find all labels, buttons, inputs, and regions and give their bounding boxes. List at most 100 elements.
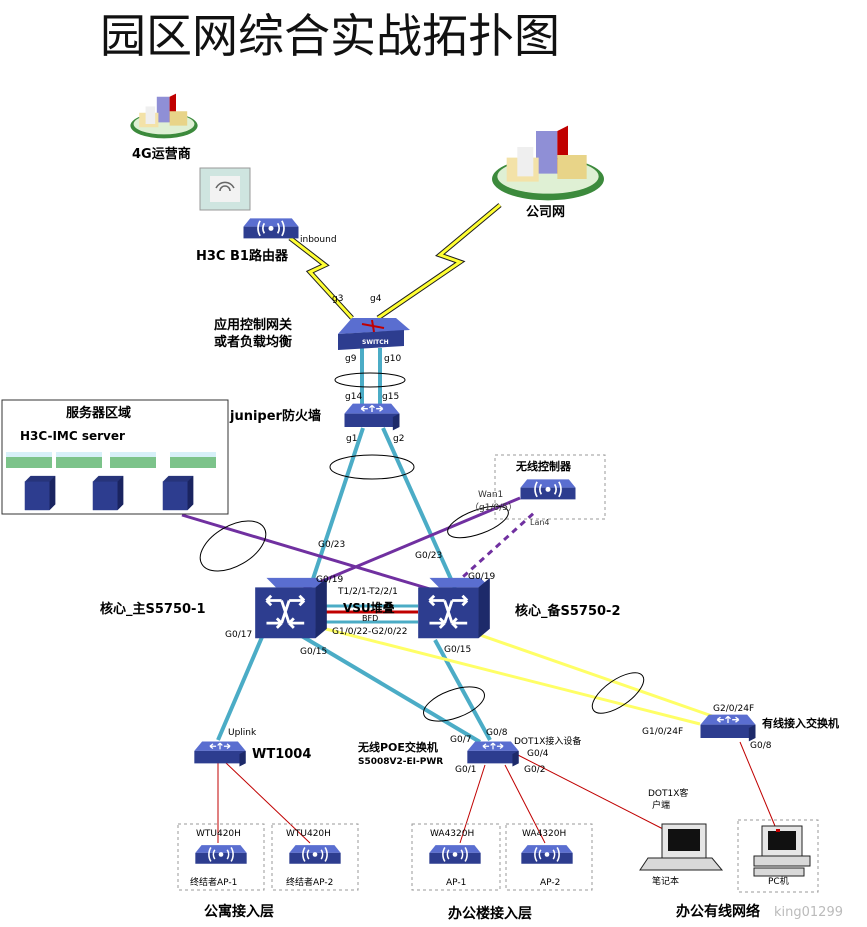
ap-ext1-icon <box>194 844 248 865</box>
watermark: king01299 <box>774 905 843 920</box>
ap-ext2-label: 终结者AP-2 <box>286 876 333 888</box>
port-g023-left: G0/23 <box>318 540 345 550</box>
link-core2-poe <box>433 639 492 741</box>
wtu1-label: WTU420H <box>196 829 241 839</box>
wt1004-switch-icon <box>193 740 247 768</box>
wireless-controller-box: 无线控制器 <box>494 454 606 520</box>
wtu2-label: WTU420H <box>286 829 331 839</box>
office-ap-group: WA4320H WA4320H AP-1 AP-2 <box>411 823 593 891</box>
port-uplink: Uplink <box>228 728 257 738</box>
wifi-router-photo-icon <box>199 167 251 211</box>
server-rack-icon <box>24 475 194 511</box>
core-main-label: 核心_主S5750-1 <box>100 601 206 617</box>
link-g1-core1 <box>308 427 365 589</box>
port-g1: g1 <box>346 434 357 444</box>
core-main-switch-icon <box>253 576 329 640</box>
ap1-icon <box>428 844 482 865</box>
isp-4g-building-icon <box>130 93 198 139</box>
port-g01: G0/1 <box>455 765 476 775</box>
vsu-label: VSU堆叠 <box>343 600 395 615</box>
layer-apartment-label: 公寓接入层 <box>204 903 274 920</box>
port-g15: g15 <box>382 392 399 402</box>
h3c-b1-label: H3C B1路由器 <box>196 248 289 264</box>
link-core1-ac <box>295 496 521 594</box>
wired-access-switch-icon <box>699 713 757 743</box>
link-poe-ap1 <box>459 764 486 844</box>
company-building-icon <box>492 125 604 201</box>
poe-switch-label-2: S5008V2-EI-PWR <box>358 757 443 767</box>
port-g019-left: G0/19 <box>316 575 343 585</box>
link-core1-poe <box>298 633 482 744</box>
app-gateway-switch-icon: SWITCH <box>338 318 410 350</box>
port-g08-wired: G0/8 <box>750 741 772 751</box>
app-gateway-label-1: 应用控制网关 <box>214 317 292 333</box>
laptop-icon <box>639 823 724 871</box>
port-g4: g4 <box>370 294 382 304</box>
port-g08-poe: G0/8 <box>486 728 508 738</box>
port-lan4: Lan4 <box>530 518 550 527</box>
ap1-label: AP-1 <box>446 878 466 888</box>
juniper-firewall-icon <box>343 402 401 432</box>
laptop-label: 笔记本 <box>652 875 679 887</box>
core-backup-label: 核心_备S5750-2 <box>515 603 621 619</box>
link-core1-wired <box>321 626 701 726</box>
pc-icon <box>753 825 811 877</box>
port-inbound: inbound <box>300 235 337 245</box>
port-g015-left: G0/15 <box>300 647 327 657</box>
core-backup-switch-icon <box>416 576 492 640</box>
ap-ext1-label: 终结者AP-1 <box>190 876 237 888</box>
apartment-ap-group: WTU420H WTU420H 终结者AP-1 终结者AP-2 <box>177 823 359 891</box>
wireless-controller-label: 无线控制器 <box>515 459 572 473</box>
poe-switch-label-1: 无线POE交换机 <box>357 740 438 754</box>
server-area-title: 服务器区域 <box>66 405 131 421</box>
dot1x-client-label-2: 户端 <box>652 799 670 811</box>
port-g10: g10 <box>384 354 401 364</box>
port-g015-right: G0/15 <box>444 645 471 655</box>
link-core2-wired <box>459 626 713 718</box>
port-g04: G0/4 <box>527 749 549 759</box>
port-g017: G0/17 <box>225 630 252 640</box>
wa2-label: WA4320H <box>522 829 566 839</box>
wireless-controller-icon <box>519 478 577 501</box>
switch-badge: SWITCH <box>362 339 389 346</box>
ap2-label: AP-2 <box>540 878 560 888</box>
bfd-label: BFD <box>362 614 378 623</box>
wired-switch-label: 有线接入交换机 <box>762 716 839 730</box>
port-g02: G0/2 <box>524 765 545 775</box>
wa1-label: WA4320H <box>430 829 474 839</box>
layer-office-building-label: 办公楼接入层 <box>448 905 532 922</box>
link-core2-ac-dashed <box>453 510 537 586</box>
port-g2024f: G2/0/24F <box>713 704 754 714</box>
link-g2-core2 <box>381 427 457 589</box>
pc-label: PC机 <box>768 875 789 887</box>
link-wt1004-wtu2 <box>224 761 311 844</box>
wt1004-label: WT1004 <box>252 747 311 762</box>
ap-ext2-icon <box>288 844 342 865</box>
port-g1022: G1/0/22-G2/0/22 <box>332 627 407 637</box>
dot1x-device-label: DOT1X接入设备 <box>514 735 581 747</box>
port-g019-right: G0/19 <box>468 572 495 582</box>
juniper-label: juniper防火墙 <box>229 408 321 424</box>
company-label: 公司网 <box>526 205 565 220</box>
link-core1-wt1004 <box>216 629 267 741</box>
ap2-icon <box>520 844 574 865</box>
isp-4g-label: 4G运营商 <box>132 146 191 162</box>
diagram-title: 园区网综合实战拓扑图 <box>100 9 560 63</box>
port-wan1: Wan1 <box>478 490 503 500</box>
server-area: 服务器区域 H3C-IMC server <box>1 399 229 515</box>
port-g023-right: G0/23 <box>415 551 442 561</box>
app-gateway-label-2: 或者负载均衡 <box>214 334 292 350</box>
imc-server-label: H3C-IMC server <box>20 429 125 443</box>
port-t12: T1/2/1-T2/2/1 <box>337 587 398 597</box>
link-wired-pc <box>739 741 776 827</box>
port-g07: G0/7 <box>450 735 471 745</box>
port-wan1-if: （g1/0/5） <box>470 502 517 513</box>
port-g14: g14 <box>345 392 362 402</box>
h3c-b1-router-icon <box>242 217 300 240</box>
links <box>181 203 776 844</box>
layer-office-wired-label: 办公有线网络 <box>676 903 760 920</box>
port-g1024f: G1/0/24F <box>642 727 683 737</box>
port-g2: g2 <box>393 434 404 444</box>
imc-port-strip <box>6 452 216 468</box>
